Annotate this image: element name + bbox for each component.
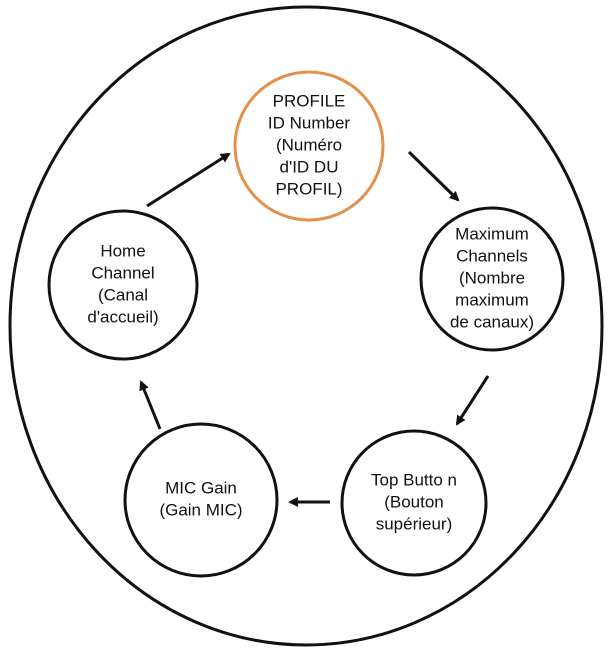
node-label-maximum-channels-line-3: (Nombre	[459, 268, 525, 287]
node-label-top-button-line-2: (Bouton	[384, 492, 444, 511]
node-label-mic-gain-line-1: MIC Gain	[165, 478, 237, 497]
flow-arrows	[139, 150, 490, 507]
node-label-maximum-channels-line-4: maximum	[455, 290, 529, 309]
node-label-home-channel-line-1: Home	[100, 241, 145, 260]
node-profile-id-number: PROFILE ID Number (Numéro d'ID DU PROFIL)	[233, 70, 385, 222]
arrow-mic-gain-to-home-channel	[139, 380, 162, 430]
node-label-profile-id-number-line-3: (Numéro	[276, 135, 342, 154]
node-label-home-channel-line-2: Channel	[91, 263, 154, 282]
node-circle-home-channel	[47, 209, 199, 361]
node-top-button: Top Butto n (Bouton supérieur)	[340, 429, 488, 577]
node-label-top-button-line-1: Top Butto n	[371, 470, 457, 489]
node-label-home-channel-line-3: (Canal	[98, 285, 148, 304]
arrow-maximum-channels-to-top-button	[455, 375, 490, 426]
node-label-top-button-line-3: supérieur)	[376, 514, 453, 533]
node-label-maximum-channels-line-2: Channels	[456, 246, 528, 265]
node-label-profile-id-number-line-4: d'ID DU	[280, 157, 339, 176]
outer-boundary-ellipse	[8, 5, 604, 647]
node-label-mic-gain-line-2: (Gain MIC)	[159, 500, 242, 519]
node-label-profile-id-number-line-2: ID Number	[268, 113, 351, 132]
arrow-home-channel-to-profile-id-number	[146, 152, 231, 208]
node-circle-top-button	[340, 429, 488, 577]
node-label-maximum-channels-line-5: de canaux)	[450, 312, 534, 331]
node-label-profile-id-number-line-1: PROFILE	[273, 91, 346, 110]
node-label-profile-id-number-line-5: PROFIL)	[275, 179, 342, 198]
arrow-profile-id-number-to-maximum-channels	[407, 150, 460, 202]
flow-nodes: PROFILE ID Number (Numéro d'ID DU PROFIL) Max…	[47, 70, 565, 578]
node-circle-maximum-channels	[419, 206, 565, 352]
node-circle-mic-gain	[123, 422, 279, 578]
node-mic-gain: MIC Gain (Gain MIC)	[123, 422, 279, 578]
node-label-home-channel-line-4: d'accueil)	[87, 307, 158, 326]
node-label-maximum-channels-line-1: Maximum	[455, 224, 529, 243]
node-circle-profile-id-number	[233, 70, 385, 222]
